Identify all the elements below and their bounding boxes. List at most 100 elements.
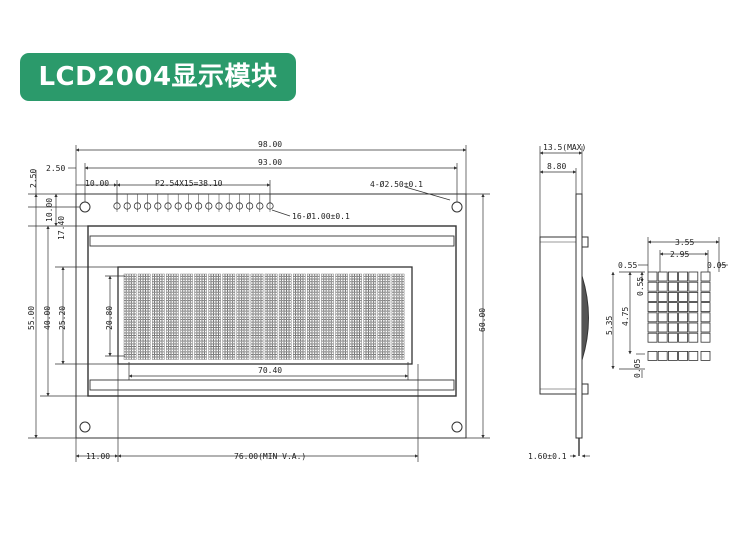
cursor-dot — [678, 350, 688, 361]
page-title: LCD2004显示模块 — [38, 62, 278, 92]
char-cell — [363, 273, 377, 295]
dot — [657, 281, 668, 292]
char-labels: 3.55 2.95 0.55 0.05 0.55 4.75 5.35 0.05 — [605, 238, 726, 378]
dim-view-height: 25.20 — [58, 306, 67, 330]
dot — [647, 322, 658, 333]
char-cell — [293, 295, 306, 317]
dim-mount-holes: 4-Ø2.50±0.1 — [370, 179, 423, 189]
char-cell — [363, 295, 377, 317]
char-cell — [391, 273, 405, 295]
dim-left-gap: 0.55 — [618, 261, 637, 270]
char-cell — [307, 295, 320, 317]
mount-hole-tl — [79, 201, 91, 213]
char-cell — [137, 338, 151, 360]
dot — [688, 271, 699, 282]
char-dimensions — [611, 237, 728, 378]
char-cell — [194, 338, 207, 360]
char-cell — [250, 273, 264, 295]
dot — [700, 271, 711, 282]
dim-max-thickness: 13.5(MAX) — [543, 143, 586, 152]
dim-pin-pitch: P2.54X15=38.10 — [155, 179, 223, 188]
char-cell — [264, 273, 278, 295]
char-cell — [335, 273, 348, 295]
character-grid — [123, 273, 405, 360]
char-cell — [321, 295, 334, 317]
dot — [678, 312, 688, 323]
cursor-dot — [688, 350, 699, 361]
char-cell — [123, 338, 137, 360]
char-cell — [236, 295, 250, 317]
char-cell — [166, 273, 179, 295]
side-pcb — [575, 193, 583, 439]
dim-char-height: 20.80 — [105, 306, 114, 330]
dot — [647, 302, 658, 313]
dot — [688, 302, 699, 313]
cursor-dot — [657, 350, 668, 361]
char-cell — [377, 295, 391, 317]
dot — [678, 332, 688, 343]
pcb-outline — [75, 193, 467, 439]
char-cell — [152, 273, 165, 295]
char-cell — [250, 317, 264, 339]
title-badge: LCD2004显示模块 — [20, 53, 296, 101]
char-cell — [123, 273, 137, 295]
dot — [657, 322, 668, 333]
char-cell — [335, 317, 348, 339]
dim-window-top: 17.40 — [57, 216, 66, 240]
dim-pins: 16-Ø1.00±0.1 — [292, 211, 350, 221]
dot — [657, 312, 668, 323]
dot — [657, 291, 668, 302]
dot — [647, 271, 658, 282]
dim-hole-offset: 2.50 — [46, 164, 65, 173]
dot — [668, 281, 678, 292]
dim-char-w: 3.55 — [675, 238, 694, 247]
char-cell — [194, 273, 207, 295]
dim-left-offset: 11.00 — [86, 452, 110, 461]
dot — [668, 312, 678, 323]
dot — [688, 332, 699, 343]
dot — [668, 322, 678, 333]
char-cell — [293, 273, 306, 295]
dot — [700, 332, 711, 343]
char-cell — [264, 338, 278, 360]
dot — [657, 332, 668, 343]
dot — [700, 302, 711, 313]
char-cell — [377, 338, 391, 360]
dim-height-inner: 55.00 — [27, 306, 36, 330]
char-cell — [208, 295, 221, 317]
side-tab-top — [581, 236, 589, 248]
dot — [700, 291, 711, 302]
dim-char-h-b: 5.35 — [605, 316, 614, 335]
mount-hole-bl — [79, 421, 91, 433]
view-area — [117, 266, 413, 365]
mount-hole-tr — [451, 201, 463, 213]
dot — [700, 322, 711, 333]
dim-pcb-thickness: 1.60±0.1 — [528, 452, 567, 461]
dim-pin-start: 10.00 — [85, 179, 109, 188]
char-cell — [278, 317, 292, 339]
char-cell — [250, 338, 264, 360]
side-backlight — [581, 275, 589, 361]
dot — [700, 312, 711, 323]
char-detail — [647, 271, 711, 361]
dim-right-gap: 0.05 — [707, 261, 726, 270]
char-cell — [264, 295, 278, 317]
char-cell — [307, 338, 320, 360]
cursor-dot — [700, 350, 711, 361]
front-labels: 98.00 93.00 2.50 10.00 P2.54X15=38.10 4-… — [27, 140, 487, 461]
char-cell — [236, 317, 250, 339]
char-cell — [180, 338, 193, 360]
dot — [647, 312, 658, 323]
char-cell — [363, 317, 377, 339]
char-cell — [293, 338, 306, 360]
char-cell — [321, 338, 334, 360]
front-dimensions — [28, 145, 490, 462]
char-cell — [278, 338, 292, 360]
dim-window-height: 40.00 — [43, 306, 52, 330]
char-cell — [307, 317, 320, 339]
dot — [657, 302, 668, 313]
dim-char-h-a: 4.75 — [621, 307, 630, 326]
dim-hole-span: 93.00 — [258, 158, 282, 167]
char-cell — [208, 338, 221, 360]
